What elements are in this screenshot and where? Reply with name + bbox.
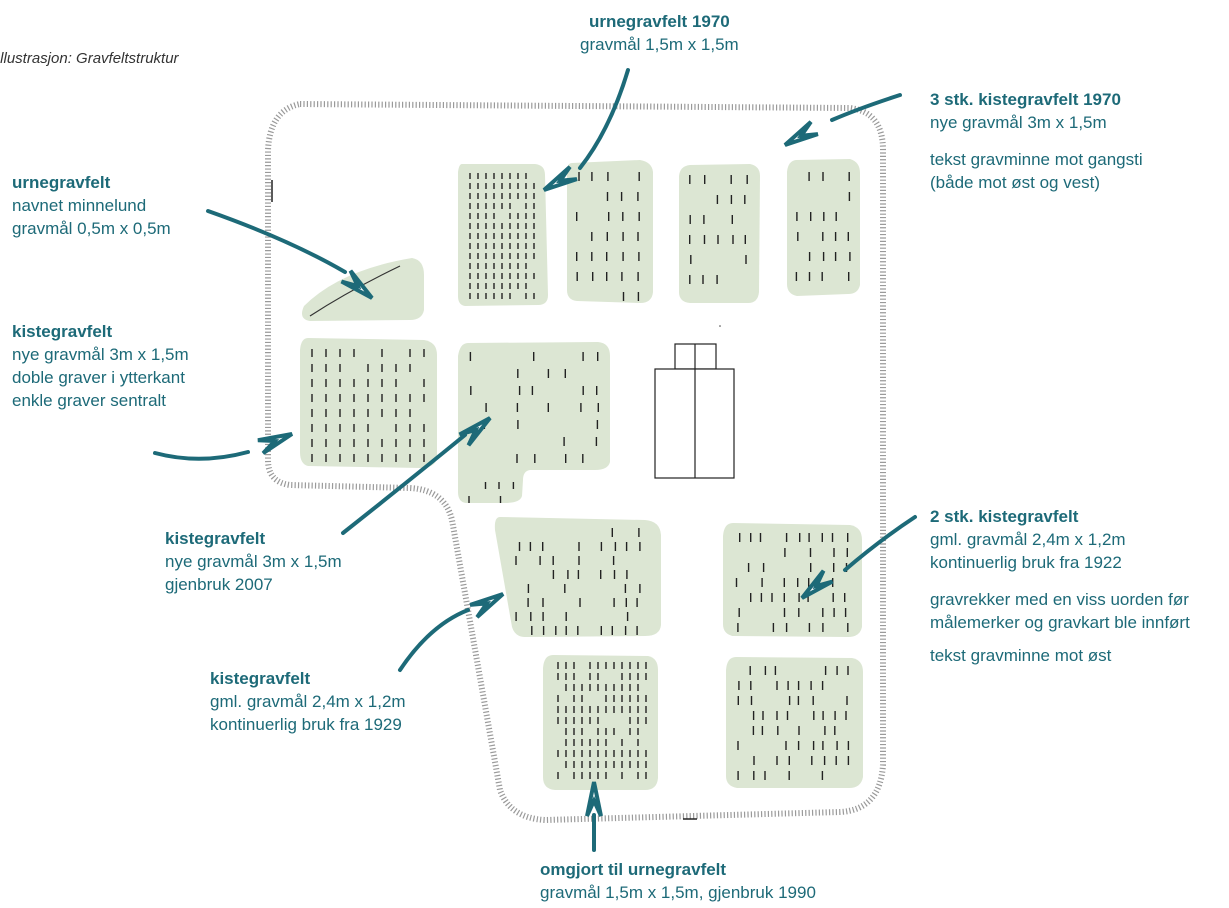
label-kistegravfelt-1929: kistegravfelt gml. gravmål 2,4m x 1,2m k…	[210, 667, 406, 736]
label-line: kontinuerlig bruk fra 1922	[930, 553, 1122, 572]
kistegravfelt-1922-field-2	[726, 657, 863, 788]
pointer-arrow	[206, 209, 347, 274]
kistegravfelt-2007-field	[458, 342, 610, 503]
label-note: tekst gravminne mot øst	[930, 646, 1112, 665]
arrowhead	[340, 269, 374, 300]
label-note: gravrekker med en viss uorden før	[930, 590, 1189, 609]
arrowhead	[469, 592, 505, 619]
label-title: 2 stk. kistegravfelt	[930, 507, 1079, 526]
label-line: gjenbruk 2007	[165, 575, 273, 594]
pointer-arrow	[830, 93, 902, 122]
label-title: kistegravfelt	[210, 669, 311, 688]
label-kistegravfelt-1970: 3 stk. kistegravfelt 1970 nye gravmål 3m…	[930, 88, 1143, 194]
label-line: kontinuerlig bruk fra 1929	[210, 715, 402, 734]
chapel-building	[654, 343, 735, 479]
label-line: gml. gravmål 2,4m x 1,2m	[210, 692, 406, 711]
minnelund-path	[309, 265, 401, 317]
label-minnelund: urnegravfelt navnet minnelund gravmål 0,…	[12, 171, 171, 240]
label-title: kistegravfelt	[12, 322, 113, 341]
arrowhead	[257, 432, 294, 455]
arrowhead	[800, 569, 834, 600]
pointer-arrow	[153, 450, 250, 461]
kistegravfelt-1970-field-2	[679, 164, 760, 303]
label-note: tekst gravminne mot gangsti	[930, 150, 1143, 169]
omgjort-urnegravfelt-field	[543, 655, 658, 790]
label-title: omgjort til urnegravfelt	[540, 860, 727, 879]
arrowhead	[458, 416, 492, 447]
figure-caption: Illustrasjon: Gravfeltstruktur	[0, 50, 179, 67]
kistegravfelt-1922-field-1	[723, 523, 862, 637]
arrowhead	[542, 165, 578, 192]
pointer-arrow	[843, 515, 917, 572]
label-note: (både mot øst og vest)	[930, 173, 1101, 192]
label-line: enkle graver sentralt	[12, 391, 167, 410]
urnegravfelt-1970-field	[458, 164, 548, 306]
label-line: gravmål 1,5m x 1,5m, gjenbruk 1990	[540, 883, 816, 902]
label-title: urnegravfelt 1970	[588, 12, 730, 31]
label-omgjort-urnegravfelt: omgjort til urnegravfelt gravmål 1,5m x …	[540, 858, 816, 904]
label-line: navnet minnelund	[12, 196, 147, 215]
label-kistegravfelt-ny: kistegravfelt nye gravmål 3m x 1,5m dobl…	[12, 320, 189, 412]
pointer-arrow	[398, 608, 470, 672]
grave-marks	[311, 172, 851, 780]
label-title: kistegravfelt	[165, 529, 266, 548]
label-line: gravmål 1,5m x 1,5m	[580, 35, 739, 54]
label-line: doble graver i ytterkant	[12, 368, 185, 387]
label-kistegravfelt-1922: 2 stk. kistegravfelt gml. gravmål 2,4m x…	[930, 505, 1190, 667]
label-line: gravmål 0,5m x 0,5m	[12, 219, 171, 238]
label-kistegravfelt-2007: kistegravfelt nye gravmål 3m x 1,5m gjen…	[165, 527, 342, 596]
arrowhead	[585, 781, 603, 817]
label-title: urnegravfelt	[12, 173, 111, 192]
arrowhead	[783, 120, 819, 147]
label-line: nye gravmål 3m x 1,5m	[12, 345, 189, 364]
label-line: nye gravmål 3m x 1,5m	[165, 552, 342, 571]
label-line: gml. gravmål 2,4m x 1,2m	[930, 530, 1126, 549]
label-urnegravfelt-1970: urnegravfelt 1970 gravmål 1,5m x 1,5m	[580, 10, 739, 56]
label-title: 3 stk. kistegravfelt 1970	[930, 90, 1121, 109]
label-note: målemerker og gravkart ble innført	[930, 613, 1190, 632]
pointer-arrow	[341, 433, 467, 535]
kistegravfelt-ny-field	[300, 338, 437, 468]
pointer-arrow	[578, 68, 630, 170]
kistegravfelt-1970-field-3	[787, 159, 860, 296]
label-line: nye gravmål 3m x 1,5m	[930, 113, 1107, 132]
kistegravfelt-1970-field-1	[567, 160, 653, 303]
cemetery-boundary	[265, 100, 886, 824]
gate-marks	[271, 180, 697, 820]
